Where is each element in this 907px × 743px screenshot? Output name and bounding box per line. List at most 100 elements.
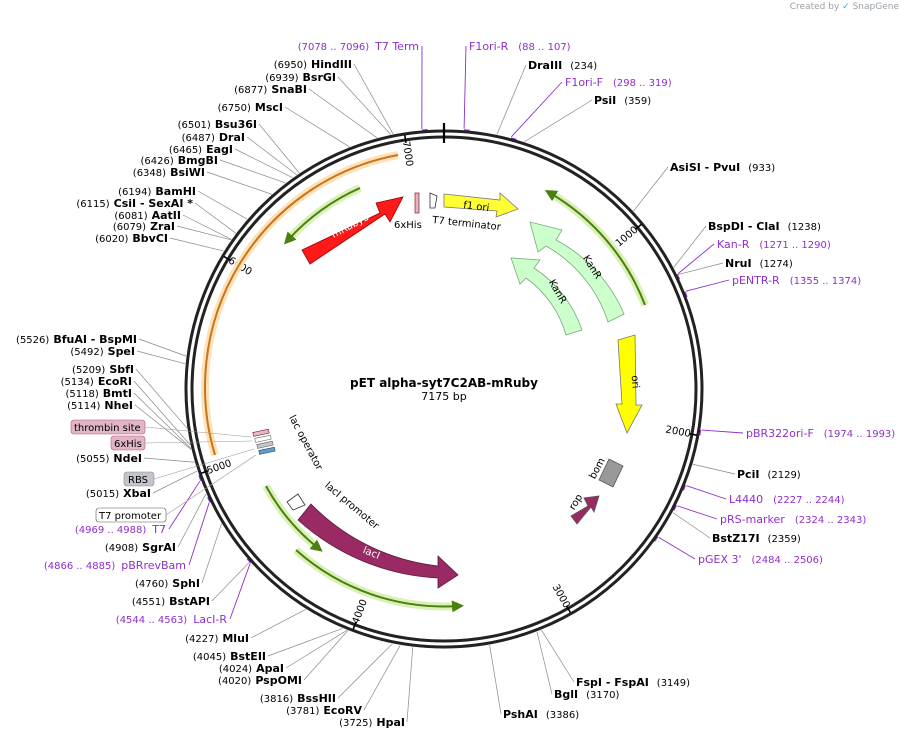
feature-t7-terminator[interactable] xyxy=(429,192,438,209)
enzyme-site[interactable]: BfuAI - BspMI(5526) xyxy=(16,333,137,346)
primer-leader-line xyxy=(188,502,210,566)
enzyme-site[interactable]: BstAPI(4551) xyxy=(132,595,210,608)
primer-site[interactable]: pBR322ori-F(1974 .. 1993) xyxy=(746,427,895,440)
feature-laci-promoter[interactable] xyxy=(286,493,306,511)
primer-site[interactable]: Kan-R(1271 .. 1290) xyxy=(717,238,831,251)
enzyme-site[interactable]: EagI(6465) xyxy=(169,143,233,156)
feature-kanr-2[interactable] xyxy=(510,257,583,336)
orf-green-1 xyxy=(283,187,361,245)
enzyme-name: SpeI xyxy=(108,345,135,358)
enzyme-site[interactable]: EcoRV(3781) xyxy=(286,704,362,717)
enzyme-name: MscI xyxy=(255,101,283,114)
enzyme-name: SphI xyxy=(172,577,200,590)
feature-kanr-1[interactable] xyxy=(529,221,625,323)
primer-labels: T7 Term(7078 .. 7096) F1ori-R(88 .. 107) F… xyxy=(44,40,895,626)
feature-laci[interactable] xyxy=(297,503,459,589)
enzyme-site[interactable]: HpaI(3725) xyxy=(339,716,405,729)
enzyme-leader-line xyxy=(536,631,553,695)
enzyme-site[interactable]: EcoRI(5134) xyxy=(61,375,132,388)
enzyme-leader-line xyxy=(692,463,736,475)
enzyme-position: (6750) xyxy=(218,103,251,114)
enzyme-site[interactable]: NruI(1274) xyxy=(725,257,793,270)
enzyme-site[interactable]: FspI - FspAI(3149) xyxy=(576,676,690,689)
primer-site[interactable]: pBRrevBam(4866 .. 4885) xyxy=(44,559,186,572)
enzyme-name: NdeI xyxy=(113,452,142,465)
feature-bom[interactable] xyxy=(598,458,624,488)
enzyme-site[interactable]: DraI(6487) xyxy=(182,131,245,144)
enzyme-site[interactable]: AsiSI - PvuI(933) xyxy=(670,161,775,174)
primer-site[interactable]: T7(4969 .. 4988) xyxy=(75,523,166,536)
enzyme-site[interactable]: AatII(6081) xyxy=(114,209,181,222)
enzyme-site[interactable]: CsiI - SexAI *(6115) xyxy=(76,197,193,210)
enzyme-site[interactable]: BspDI - ClaI(1238) xyxy=(708,220,821,233)
feature-ori[interactable] xyxy=(615,334,643,434)
enzyme-name: XbaI xyxy=(123,487,151,500)
primer-position: (2484 .. 2506) xyxy=(752,555,824,566)
primer-site[interactable]: L4440(2227 .. 2244) xyxy=(729,493,845,506)
enzyme-site[interactable]: BamHI(6194) xyxy=(118,185,196,198)
enzyme-site[interactable]: ZraI(6079) xyxy=(113,220,175,233)
enzyme-position: (2359) xyxy=(768,534,801,545)
enzyme-site[interactable]: BsiWI(6348) xyxy=(133,166,205,179)
primer-leader-line xyxy=(511,81,563,138)
enzyme-site[interactable]: BglI(3170) xyxy=(554,688,619,701)
feature-rop[interactable] xyxy=(570,495,600,525)
enzyme-site[interactable]: SgrAI(4908) xyxy=(105,541,176,554)
enzyme-name: SbfI xyxy=(109,363,134,376)
label-ori: ori xyxy=(629,375,641,389)
enzyme-site[interactable]: XbaI(5015) xyxy=(86,487,151,500)
enzyme-site[interactable]: PshAI(3386) xyxy=(503,708,579,721)
primer-position: (1355 .. 1374) xyxy=(790,276,862,287)
enzyme-site[interactable]: NheI(5114) xyxy=(67,399,133,412)
enzyme-position: (6079) xyxy=(113,222,146,233)
primer-name: LacI-R xyxy=(193,613,227,626)
primer-site[interactable]: pENTR-R(1355 .. 1374) xyxy=(732,274,861,287)
scale-tick-mark xyxy=(223,255,232,262)
enzyme-site[interactable]: BbvCI(6020) xyxy=(95,232,168,245)
enzyme-site[interactable]: NdeI(5055) xyxy=(76,452,142,465)
primer-site[interactable]: F1ori-R(88 .. 107) xyxy=(469,40,571,53)
primer-site[interactable]: F1ori-F(298 .. 319) xyxy=(565,76,672,89)
enzyme-position: (4045) xyxy=(193,652,226,663)
primer-site[interactable]: LacI-R(4544 .. 4563) xyxy=(116,613,228,626)
enzyme-site[interactable]: MluI(4227) xyxy=(185,632,249,645)
enzyme-site[interactable]: BsrGI(6939) xyxy=(265,71,336,84)
scale-tick-mark xyxy=(403,134,407,144)
enzyme-leader-line xyxy=(169,237,224,252)
enzyme-site[interactable]: MscI (6750) xyxy=(218,101,283,114)
enzyme-name: PshAI xyxy=(503,708,538,721)
enzyme-name: EcoRI xyxy=(98,375,132,388)
enzyme-position: (6877) xyxy=(234,85,267,96)
enzyme-site[interactable]: BssHII(3816) xyxy=(260,692,336,705)
enzyme-site[interactable]: BstZ17I(2359) xyxy=(712,532,801,545)
feature-f1-ori[interactable] xyxy=(443,192,519,218)
label-t7-terminator: T7 terminator xyxy=(431,215,502,233)
enzyme-site[interactable]: SphI(4760) xyxy=(135,577,200,590)
enzyme-site[interactable]: SnaBI(6877) xyxy=(234,83,307,96)
enzyme-site[interactable]: Bsu36I(6501) xyxy=(178,118,257,131)
primer-name: pBRrevBam xyxy=(121,559,186,572)
enzyme-name: BbvCI xyxy=(132,232,168,245)
enzyme-site[interactable]: SbfI(5209) xyxy=(72,363,134,376)
feature-mruby3[interactable] xyxy=(301,196,404,265)
primer-site[interactable]: pRS-marker(2324 .. 2343) xyxy=(720,513,866,526)
enzyme-site[interactable]: PspOMI(4020) xyxy=(218,674,302,687)
primer-name: pGEX 3' xyxy=(698,553,742,566)
enzyme-site[interactable]: PciI(2129) xyxy=(737,468,801,481)
enzyme-leader-line xyxy=(285,629,348,669)
enzyme-site[interactable]: BstEII(4045) xyxy=(193,650,266,663)
enzyme-name: Bsu36I xyxy=(215,118,257,131)
enzyme-site[interactable]: BmtI(5118) xyxy=(66,387,132,400)
scale-tick-mark xyxy=(565,605,572,614)
primer-site[interactable]: T7 Term(7078 .. 7096) xyxy=(298,40,419,53)
enzyme-site[interactable]: DraIII(234) xyxy=(528,59,597,72)
enzyme-site[interactable]: SpeI(5492) xyxy=(70,345,135,358)
enzyme-site[interactable]: HindIII(6950) xyxy=(274,58,352,71)
primer-site[interactable]: pGEX 3' (2484 .. 2506) xyxy=(698,553,823,566)
enzyme-site[interactable]: PsiI(359) xyxy=(594,94,651,107)
enzyme-site[interactable]: BmgBI(6426) xyxy=(141,154,218,167)
enzyme-site[interactable]: ApaI(4024) xyxy=(219,662,284,675)
feature-6xhis-top[interactable] xyxy=(414,192,420,214)
boxlabel-thrombin-site: thrombin site xyxy=(74,423,141,434)
